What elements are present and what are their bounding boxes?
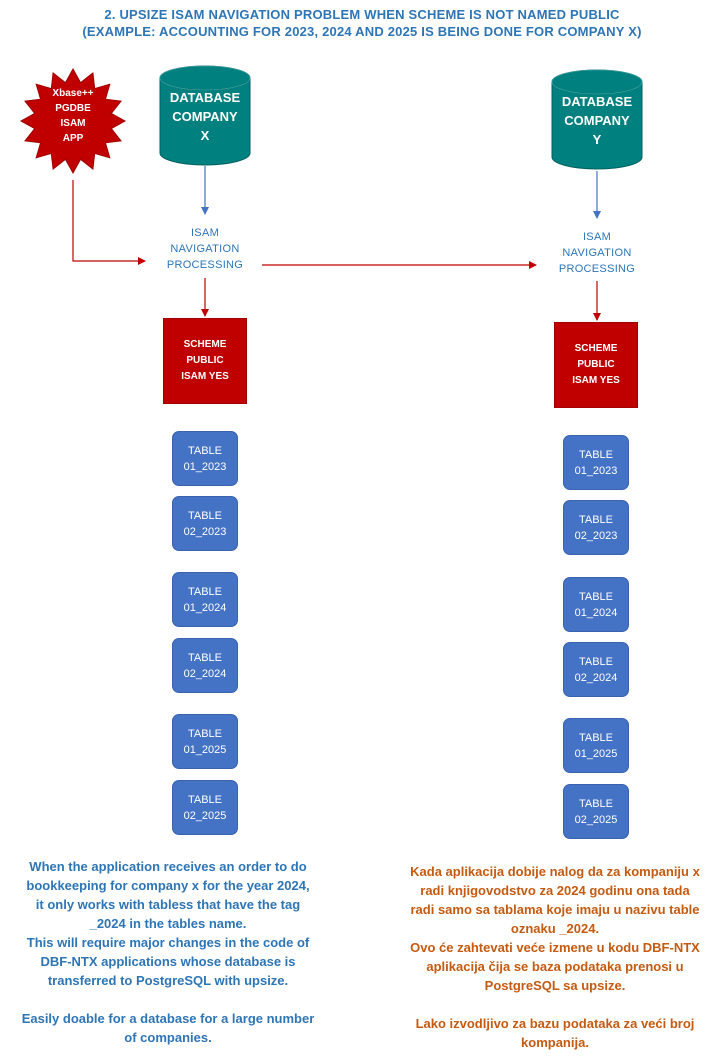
desc-en-line: DBF-NTX applications whose database is [40, 954, 296, 969]
right-table-02-2024: TABLE 02_2024 [563, 642, 629, 697]
left-database-label-line-3: X [200, 128, 210, 143]
left-table-01-2024: TABLE 01_2024 [172, 572, 238, 627]
desc-sr-line: oznaku _2024. [510, 921, 600, 936]
description-english: When the application receives an order t… [0, 857, 336, 1047]
table-label: TABLE [187, 444, 223, 457]
right-processing-line-2: NAVIGATION [562, 247, 632, 259]
table-name: 01_2023 [183, 460, 227, 473]
left-table-02-2024: TABLE 02_2024 [172, 638, 238, 693]
table-label: TABLE [187, 727, 223, 740]
table-name: 02_2024 [183, 667, 227, 680]
app-to-processing-arrow [72, 180, 146, 265]
right-database-label-line-1: DATABASE [561, 94, 633, 109]
left-database-cylinder [159, 65, 251, 166]
title-line-2: (EXAMPLE: ACCOUNTING FOR 2023, 2024 AND … [82, 24, 642, 39]
left-isam-processing: ISAM NAVIGATION PROCESSING [145, 225, 265, 273]
desc-en-line: _2024 in the tables name. [89, 916, 247, 931]
table-name: 02_2025 [574, 813, 618, 826]
left-table-01-2025: TABLE 01_2025 [172, 714, 238, 769]
left-scheme-box: SCHEME PUBLIC ISAM YES [163, 318, 247, 404]
diagram-title: 2. UPSIZE ISAM NAVIGATION PROBLEM WHEN S… [0, 7, 724, 39]
left-table-02-2025: TABLE 02_2025 [172, 780, 238, 835]
table-label: TABLE [187, 651, 223, 664]
right-scheme-box: SCHEME PUBLIC ISAM YES [554, 322, 638, 408]
right-table-02-2023: TABLE 02_2023 [563, 500, 629, 555]
right-table-01-2025: TABLE 01_2025 [563, 718, 629, 773]
table-name: 01_2025 [574, 747, 618, 760]
left-database-label: DATABASE COMPANY X [160, 88, 250, 145]
table-label: TABLE [187, 585, 223, 598]
left-processing-line-3: PROCESSING [166, 259, 244, 271]
table-label: TABLE [578, 797, 614, 810]
title-line-1: 2. UPSIZE ISAM NAVIGATION PROBLEM WHEN S… [104, 7, 620, 22]
table-label: TABLE [578, 731, 614, 744]
left-processing-line-1: ISAM [190, 227, 220, 239]
app-label-line-1: Xbase++ [52, 88, 94, 99]
left-database-label-line-2: COMPANY [172, 109, 238, 124]
desc-sr-line: aplikacija čija se baza podataka prenosi… [426, 959, 684, 974]
desc-sr-line: PostgreSQL sa upsize. [484, 978, 626, 993]
right-database-label: DATABASE COMPANY Y [552, 92, 642, 149]
table-label: TABLE [578, 448, 614, 461]
desc-en-line: This will require major changes in the c… [26, 935, 310, 950]
desc-sr-line: Kada aplikacija dobije nalog da za kompa… [410, 864, 700, 879]
right-table-01-2024: TABLE 01_2024 [563, 577, 629, 632]
table-name: 02_2024 [574, 671, 618, 684]
right-processing-line-3: PROCESSING [558, 263, 636, 275]
table-label: TABLE [187, 509, 223, 522]
description-serbian: Kada aplikacija dobije nalog da za kompa… [386, 862, 724, 1052]
desc-sr-line: radi samo sa tablama koje imaju u nazivu… [410, 902, 700, 917]
right-database-label-line-3: Y [592, 132, 602, 147]
right-scheme-line-3: ISAM YES [572, 375, 620, 386]
left-table-02-2023: TABLE 02_2023 [172, 496, 238, 551]
table-label: TABLE [578, 513, 614, 526]
table-name: 01_2025 [183, 743, 227, 756]
table-label: TABLE [578, 590, 614, 603]
app-label-line-4: APP [62, 133, 84, 144]
left-database-label-line-1: DATABASE [169, 90, 241, 105]
table-name: 01_2024 [574, 606, 618, 619]
app-label-line-3: ISAM [60, 118, 86, 129]
right-scheme-line-1: SCHEME [574, 343, 618, 354]
app-label-line-2: PGDBE [55, 103, 91, 114]
table-name: 02_2025 [183, 809, 227, 822]
desc-sr-line: radi knjigovodstvo za 2024 godinu ona ta… [420, 883, 690, 898]
right-table-01-2023: TABLE 01_2023 [563, 435, 629, 490]
table-name: 01_2024 [183, 601, 227, 614]
right-isam-processing: ISAM NAVIGATION PROCESSING [537, 229, 657, 277]
desc-en-line: of companies. [124, 1030, 212, 1045]
desc-en-line: Easily doable for a database for a large… [21, 1011, 315, 1026]
desc-en-line: it only works with tabless that have the… [35, 897, 301, 912]
desc-en-line: transferred to PostgreSQL with upsize. [47, 973, 289, 988]
right-processing-line-1: ISAM [582, 231, 612, 243]
left-table-01-2023: TABLE 01_2023 [172, 431, 238, 486]
desc-en-spacer [0, 990, 336, 1009]
desc-sr-line: kompanija. [521, 1035, 589, 1050]
left-scheme-line-3: ISAM YES [181, 371, 229, 382]
table-label: TABLE [187, 793, 223, 806]
table-name: 01_2023 [574, 464, 618, 477]
right-database-label-line-2: COMPANY [564, 113, 630, 128]
desc-sr-line: Lako izvodljivo za bazu podataka za veći… [415, 1016, 695, 1031]
left-processing-line-2: NAVIGATION [170, 243, 240, 255]
desc-en-line: bookkeeping for company x for the year 2… [26, 878, 310, 893]
left-scheme-line-1: SCHEME [183, 339, 227, 350]
right-table-02-2025: TABLE 02_2025 [563, 784, 629, 839]
right-scheme-line-2: PUBLIC [577, 359, 615, 370]
table-label: TABLE [578, 655, 614, 668]
table-name: 02_2023 [183, 525, 227, 538]
desc-en-line: When the application receives an order t… [29, 859, 307, 874]
desc-sr-line: Ovo će zahtevati veće izmene u kodu DBF-… [410, 940, 700, 955]
app-label: Xbase++ PGDBE ISAM APP [38, 86, 108, 146]
app-starburst-shape [19, 67, 127, 175]
left-scheme-line-2: PUBLIC [186, 355, 224, 366]
table-name: 02_2023 [574, 529, 618, 542]
right-database-cylinder [551, 69, 643, 170]
desc-sr-spacer [386, 995, 724, 1014]
